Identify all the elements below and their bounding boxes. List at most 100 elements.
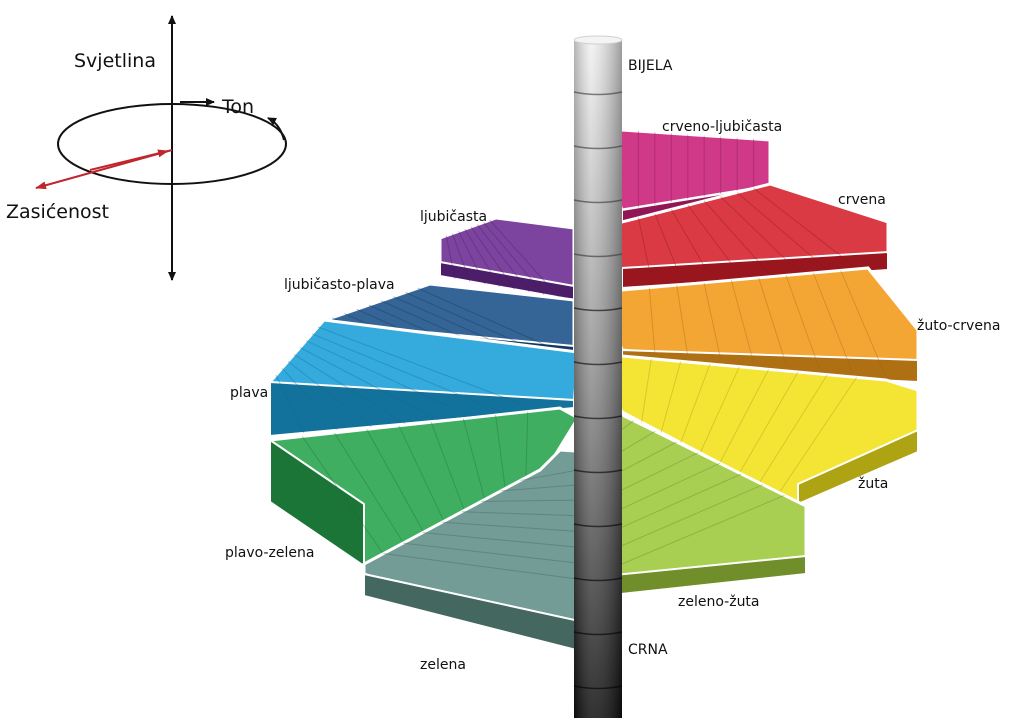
sector-label-zuto-crvena: žuto-crvena [917,318,1001,334]
sector-label-zelena: zelena [420,657,466,673]
column-ring [573,361,623,366]
sector-label-crvena: crvena [838,192,886,208]
sector-step-line [736,192,830,272]
sector-step-line [366,429,426,535]
column-top [573,35,623,45]
column-ring [573,577,623,582]
sector-label-ljubicasto-plava: ljubičasto-plava [284,277,395,293]
column-ring [573,685,623,690]
hue-sectors [268,128,920,655]
sector-step-line [648,287,656,354]
sector-step-line [422,532,587,549]
column-ring [573,469,623,474]
column-ring [573,145,623,150]
hue-label: Ton [222,96,255,118]
sector-label-ljubicasta: ljubičasta [420,209,488,225]
sector-step-line [305,340,473,418]
sector-step-line [393,296,490,340]
sector-step-line [525,411,529,481]
sector-step-line [403,542,586,565]
sector-zeleno-zuta [582,408,808,600]
sector-step-line [356,308,405,332]
sector-step-line [660,361,682,433]
sector-step-line [489,219,560,298]
column-ring [573,199,623,204]
sector-plavo-zelena [268,406,581,568]
lightness-label: Svjetlina [74,50,156,72]
sector-step-line [719,369,770,464]
sector-label-plava: plava [230,385,269,401]
sector-step-line [301,436,385,556]
sector-step-line [293,354,406,424]
saturation-arrow-in [89,149,169,171]
sector-step-line [317,326,541,412]
sector-step-line [483,222,545,295]
sector-step-line [758,374,828,484]
sector-label-plavo-zelena: plavo-zelena [225,545,315,561]
sector-face-zuta [797,428,919,506]
sector-step-line [641,358,652,423]
black-label: CRNA [628,642,668,658]
sector-step-line [699,366,740,454]
white-label: BIJELA [628,58,673,74]
sector-step-line [458,231,486,285]
sector-step-line [470,226,515,290]
sector-step-line [476,224,530,293]
column-ring [573,91,623,96]
sector-step-line [637,217,653,281]
sector-step-line [778,377,858,495]
saturation-label: Zasićenost [6,201,109,223]
sector-zuta [595,354,920,506]
sector-label-zuta: žuta [858,476,889,492]
sector-step-line [275,374,305,434]
sector-step-line [299,347,440,421]
sector-step-line [464,228,500,287]
hue-arrow-2 [267,117,285,141]
sector-step-line [281,367,338,431]
sector-label-crveno-ljubicasta: crveno-ljubičasta [662,119,783,135]
column-ring [573,307,623,312]
column-shading [574,40,622,718]
sector-step-line [398,425,446,524]
sector-step-line [495,415,507,492]
sector-step-line [840,270,886,376]
sector-label-zeleno-zuta: zeleno-žuta [678,594,760,610]
axis-legend [35,15,287,281]
sector-step-line [405,291,518,343]
column-ring [573,631,623,636]
sector-step-line [462,418,486,503]
sector-step-line [380,300,462,337]
sector-step-line [451,233,471,282]
sector-step-line [730,280,755,363]
sector-step-line [287,360,372,428]
sector-step-line [481,499,589,502]
sector-step-line [812,272,853,372]
sector-step-line [680,363,711,443]
sector-step-line [687,204,741,277]
column-ring [573,523,623,528]
sector-step-line [417,287,546,346]
sector-step-line [445,235,456,279]
sector-step-line [676,285,689,357]
sector-step-line [738,371,799,474]
sector-step-line [785,275,820,369]
sector-step-line [703,200,771,275]
sector-step-line [461,511,588,517]
lightness-column [573,35,623,718]
sector-step-line [758,277,787,366]
sector-step-line [368,304,434,335]
sector-step-line [703,282,722,360]
sector-step-line [311,333,507,415]
sector-step-line [720,196,800,274]
sector-step-line [654,213,682,280]
sector-zuto-crvena [595,266,920,384]
sector-step-line [442,521,587,533]
sector-step-line [670,209,712,278]
sector-step-line [334,432,405,545]
sector-step-line [383,553,585,581]
sector-step-line [430,422,466,513]
sector-step-line [753,187,859,270]
column-ring [573,415,623,420]
